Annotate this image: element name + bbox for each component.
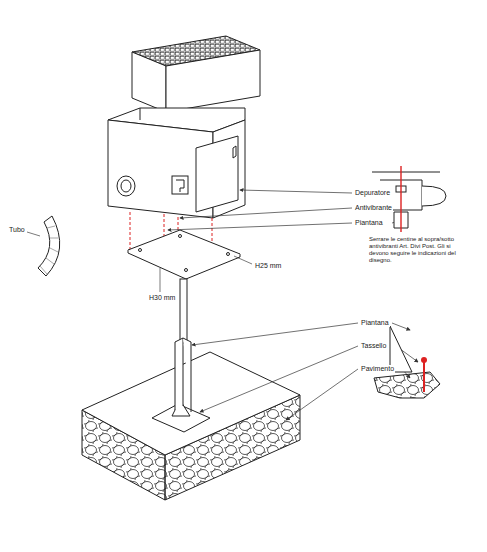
leader-lines <box>168 183 408 230</box>
part-label: Antivibrante <box>354 204 393 212</box>
leader-line <box>234 256 252 264</box>
dimension-label: H30 mm <box>148 294 176 302</box>
anchor-detail <box>374 326 440 398</box>
part-label: Piantana <box>354 219 384 227</box>
bolt-line <box>400 166 401 232</box>
leader-line <box>160 268 161 292</box>
part-label: Depuratore <box>354 189 391 197</box>
part-label: Piantana <box>360 319 390 327</box>
part-label: Tassello <box>360 342 387 350</box>
note-text: Serrare le centine al sopra/sotto antivi… <box>368 236 462 264</box>
leader-line <box>27 232 40 236</box>
part-label: Pavimento <box>360 365 395 373</box>
tube <box>38 216 60 276</box>
mounting-plate <box>128 230 240 343</box>
part-label: Tubo <box>8 226 26 234</box>
post <box>152 338 210 432</box>
tube-ribs <box>40 226 58 274</box>
dimension-label: H25 mm <box>254 262 282 270</box>
anchor-head <box>421 357 427 363</box>
leader-lines <box>192 323 418 420</box>
purifier <box>108 36 260 218</box>
anchor-bolt <box>423 358 425 392</box>
